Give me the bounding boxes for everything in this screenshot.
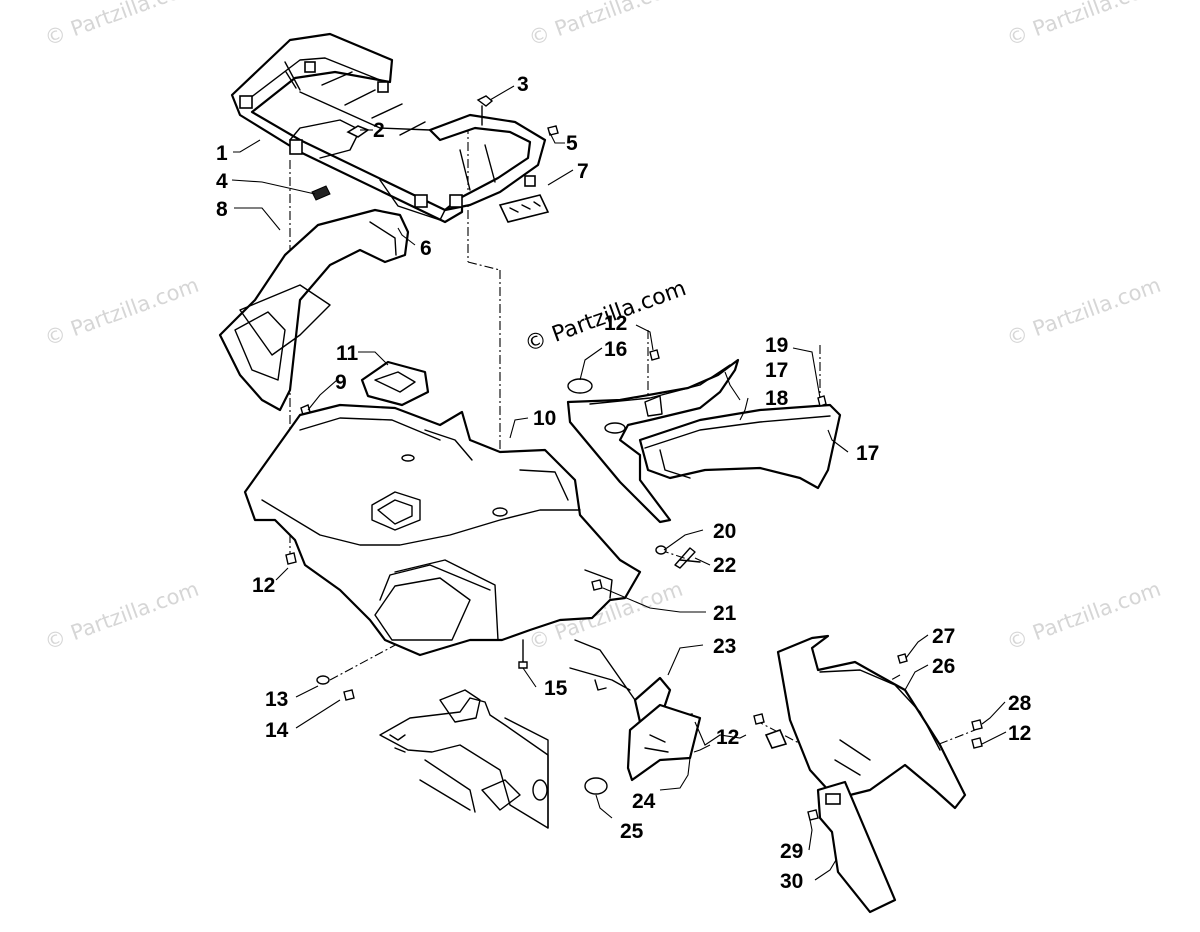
- rear-fender-flare: [218, 208, 410, 412]
- callout-26: 26: [932, 655, 955, 678]
- mud-flap-24: [626, 703, 702, 782]
- callout-16: 16: [604, 338, 627, 361]
- callout-29: 29: [780, 840, 803, 863]
- guard-26: [776, 634, 967, 810]
- bolt-27: [897, 653, 908, 664]
- callout-2: 2: [373, 119, 385, 142]
- side-panel-assembly: [566, 358, 842, 524]
- nut-21: [591, 579, 603, 591]
- callout-1: 1: [216, 142, 228, 165]
- callout-13: 13: [265, 688, 288, 711]
- watermark-top-left: © Partzilla.com: [42, 0, 202, 51]
- callout-9: 9: [335, 371, 347, 394]
- watermark-low-right: © Partzilla.com: [1004, 577, 1164, 655]
- clip-22: [674, 547, 701, 569]
- callout-6: 6: [420, 237, 432, 260]
- bolt-3: [476, 95, 494, 126]
- washer-20: [655, 545, 667, 555]
- callout-14: 14: [265, 719, 289, 742]
- storage-cap-11: [360, 360, 430, 407]
- callout-20: 20: [713, 520, 736, 543]
- rear-body-panel: [243, 403, 642, 657]
- callout-30: 30: [780, 870, 803, 893]
- screw-15: [518, 639, 528, 669]
- callout-11: 11: [336, 342, 359, 365]
- callout-18: 18: [765, 387, 789, 410]
- callout-12b: 12: [604, 312, 627, 335]
- reflector-plate-7: [498, 194, 550, 223]
- watermark-top-right: © Partzilla.com: [1004, 0, 1164, 51]
- watermark-mid-right: © Partzilla.com: [1004, 273, 1164, 351]
- callout-19: 19: [765, 334, 788, 357]
- grommet-16: [567, 378, 593, 394]
- reflector-4: [311, 185, 331, 201]
- bolt-28: [971, 719, 983, 731]
- callout-27: 27: [932, 625, 955, 648]
- callout-10: 10: [533, 407, 556, 430]
- callout-12c: 12: [716, 726, 739, 749]
- callout-28: 28: [1008, 692, 1032, 715]
- callout-21: 21: [713, 602, 737, 625]
- guard-plate-30: [816, 780, 897, 914]
- clamp-25: [584, 777, 608, 795]
- callout-5: 5: [566, 132, 578, 155]
- rack-decal: [346, 125, 370, 138]
- callout-12d: 12: [1008, 722, 1031, 745]
- bracket-12-28: [764, 728, 788, 749]
- callout-15: 15: [544, 677, 568, 700]
- watermark-top-center: © Partzilla.com: [526, 0, 686, 51]
- callout-17a: 17: [765, 359, 788, 382]
- watermark-low-left: © Partzilla.com: [42, 577, 202, 655]
- callout-22: 22: [713, 554, 736, 577]
- bolt-5: [547, 125, 559, 136]
- washer-13: [316, 675, 330, 685]
- callout-23: 23: [713, 635, 736, 658]
- frame-section: [379, 689, 549, 829]
- callout-labels: 1 2 3 4 5 6 7 8 9 10 11 12 12 12 12 13 1…: [216, 73, 1032, 893]
- callout-12a: 12: [252, 574, 275, 597]
- callout-17b: 17: [856, 442, 879, 465]
- screw-14: [343, 689, 355, 701]
- callout-4: 4: [216, 170, 228, 193]
- leader-lines: [231, 85, 1007, 881]
- callout-7: 7: [577, 160, 589, 183]
- screw-29: [807, 809, 819, 821]
- screw-19: [817, 395, 827, 407]
- rear-rack: [230, 32, 547, 224]
- watermark-mid-left: © Partzilla.com: [42, 273, 202, 351]
- callout-3: 3: [517, 73, 529, 96]
- callout-24: 24: [632, 790, 656, 813]
- callout-8: 8: [216, 198, 228, 221]
- callout-25: 25: [620, 820, 644, 843]
